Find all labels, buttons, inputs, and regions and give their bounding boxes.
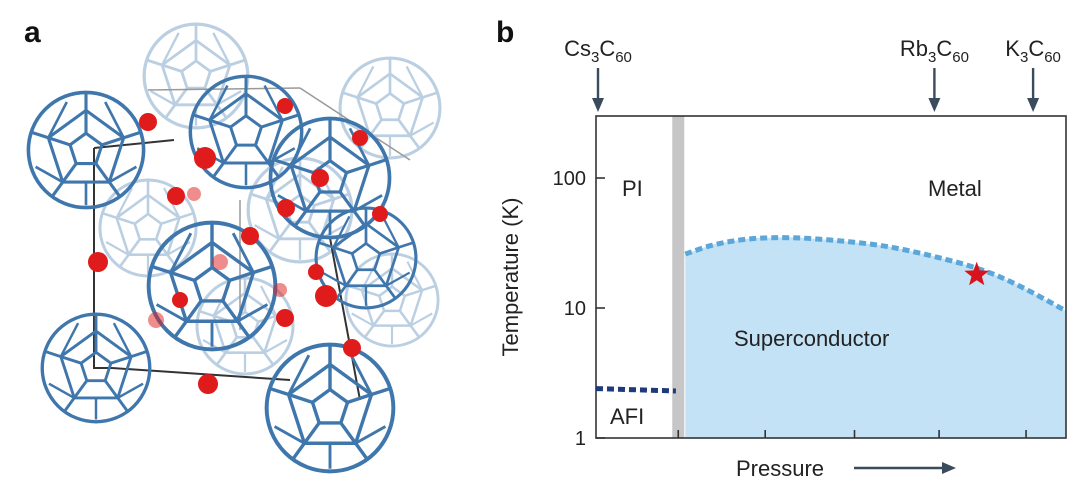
superconducting-boundary-line [684,235,1068,314]
pressure-arrow [854,462,956,474]
compound-formula: Cs3C60 [564,36,632,66]
alkali-ion [167,187,185,205]
compound-rb3c60: Rb3C60 [900,36,969,112]
alkali-ion [172,292,188,308]
compound-markers: Cs3C60 Rb3C60 K3C60 [564,36,1061,112]
alkali-ion [212,254,228,270]
alkali-ion [194,147,216,169]
alkali-ion [277,98,293,114]
fulleride-crystal-structure [26,22,442,474]
transition-band [672,116,685,438]
y-tick-label: 1 [575,428,586,450]
alkali-ion [311,169,329,187]
alkali-ion [198,374,218,394]
compound-arrowhead [1027,98,1040,112]
afi-boundary-line [595,386,676,394]
compound-arrowhead [592,98,604,112]
alkali-ion [315,285,337,307]
y-tick-label: 10 [564,298,586,320]
star-marker [964,261,990,286]
plot-frame [595,115,1067,439]
compound-formula: Rb3C60 [900,36,969,66]
alkali-ion [187,187,201,201]
compound-k3c60: K3C60 [1005,36,1061,112]
x-axis-label: Pressure [736,456,824,481]
alkali-ion [139,113,157,131]
alkali-ion [277,199,295,217]
superconductor-region [685,237,1066,438]
alkali-ion [343,339,361,357]
region-label-superconductor: Superconductor [734,326,889,351]
alkali-ion [273,283,287,297]
alkali-ion [148,312,164,328]
compound-cs3c60: Cs3C60 [564,36,632,112]
compound-arrowhead [928,98,941,112]
alkali-ions [88,98,388,394]
compound-formula: K3C60 [1005,36,1061,66]
region-label-afi: AFI [610,404,644,429]
alkali-ion [276,309,294,327]
alkali-ion [308,264,324,280]
unit-cell-frame [93,87,411,401]
panel-label-a: a [24,16,41,49]
region-label-metal: Metal [928,176,982,201]
alkali-ion [241,227,259,245]
alkali-ion [372,206,388,222]
region-label-pi: PI [622,176,643,201]
alkali-ion [88,252,108,272]
y-tick-label: 100 [553,168,586,190]
alkali-ion [352,130,368,146]
panel-label-b: b [496,16,515,49]
y-axis-label: Temperature (K) [498,198,523,357]
